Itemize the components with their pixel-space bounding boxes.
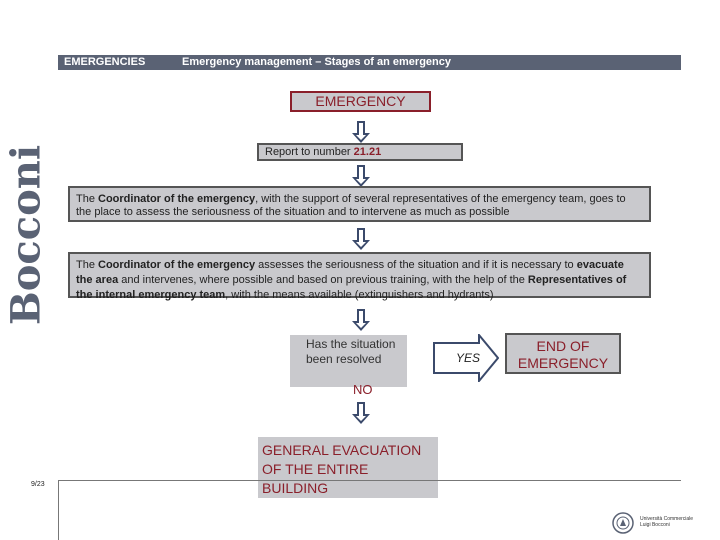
step1-text-2: , with the support of several representa… <box>76 193 626 218</box>
step1-bold-1: Coordinator of the emergency <box>98 193 256 205</box>
header-bar <box>58 55 681 70</box>
coordinator-assess-box: The Coordinator of the emergency, with t… <box>68 186 651 222</box>
step2-text-1: The <box>76 259 99 271</box>
step2-text-4: , with the means available (extinguisher… <box>225 289 494 301</box>
down-arrow-icon <box>352 165 370 187</box>
step2-bold-1: Coordinator of the emergency <box>98 259 256 271</box>
page-title: Emergency management – Stages of an emer… <box>182 56 451 68</box>
report-label: Report to number <box>265 146 354 158</box>
down-arrow-icon <box>352 309 370 331</box>
footer-divider-vertical <box>58 480 59 540</box>
no-label: NO <box>353 382 373 397</box>
university-name: Università Commerciale Luigi Bocconi <box>640 516 694 528</box>
right-arrow-icon <box>433 334 499 382</box>
logo-text: Bocconi <box>2 144 50 326</box>
university-seal-icon <box>612 512 634 534</box>
step2-text-3: and intervenes, where possible and based… <box>118 274 528 286</box>
decision-box: Has the situation been resolved <box>290 335 407 387</box>
section-title: EMERGENCIES <box>64 56 146 68</box>
step2-text-2: assesses the seriousness of the situatio… <box>255 259 577 271</box>
page-number: 9/23 <box>31 481 45 488</box>
step2-bold-2: evacuate the area <box>76 259 624 286</box>
report-box: Report to number 21.21 <box>257 143 463 161</box>
emergency-box: EMERGENCY <box>290 91 431 112</box>
yes-label: YES <box>456 351 481 365</box>
step1-text-1: The <box>76 193 99 205</box>
decision-text: Has the situation been resolved <box>306 337 396 366</box>
bocconi-logo: Bocconi <box>3 145 50 325</box>
down-arrow-icon <box>352 402 370 424</box>
coordinator-evacuate-box: The Coordinator of the emergency assesse… <box>68 252 651 301</box>
general-evacuation-box: GENERAL EVACUATION OF THE ENTIRE BUILDIN… <box>258 437 438 498</box>
evacuation-text: GENERAL EVACUATION OF THE ENTIRE BUILDIN… <box>262 442 422 496</box>
end-of-emergency-box: END OF EMERGENCY <box>505 333 621 374</box>
down-arrow-icon <box>352 121 370 143</box>
step2-bold-3: Representatives of the internal emergenc… <box>76 274 627 301</box>
down-arrow-icon <box>352 228 370 250</box>
report-number: 21.21 <box>353 146 382 158</box>
footer-divider <box>58 480 681 481</box>
